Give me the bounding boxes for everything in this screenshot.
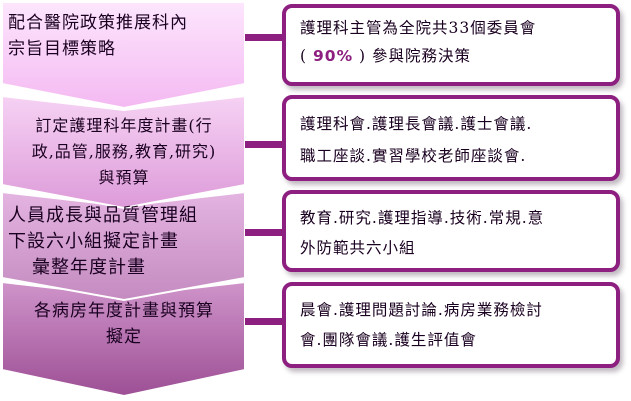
step-1-chevron — [1, 1, 246, 110]
box-3-line-2: 外防範共六小組 — [300, 239, 416, 257]
step-1-line-2: 宗旨目標策略 — [8, 39, 116, 59]
connector-1 — [245, 34, 285, 41]
box-4-line-1: 晨會.護理問題討論.病房業務檢討 — [300, 301, 543, 319]
step-2-text: 訂定護理科年度計畫(行 政,品管,服務,教育,研究) 與預算 — [8, 113, 240, 191]
step-3-line-3: 彙整年度計畫 — [32, 257, 146, 278]
box-1-line-2: ( 90% ) 參與院務決策 — [300, 42, 602, 70]
step-2-line-1: 訂定護理科年度計畫(行 — [35, 116, 213, 135]
step-2-line-2: 政,品管,服務,教育,研究) — [31, 142, 217, 161]
box-1: 護理科主管為全院共33個委員會 ( 90% ) 參與院務決策 — [282, 4, 620, 86]
box-4: 晨會.護理問題討論.病房業務檢討 會.團隊會議.護生評值會 — [282, 282, 620, 368]
step-2-chevron — [1, 94, 246, 210]
step-1-text: 配合醫院政策推展科內 宗旨目標策略 — [8, 10, 240, 62]
step-3-text: 人員成長與品質管理組 下設六小組擬定計畫 彙整年度計畫 — [8, 203, 240, 281]
box-1-line-1: 護理科主管為全院共33個委員會 — [300, 19, 537, 37]
connector-3 — [245, 229, 285, 236]
step-4-line-2: 擬定 — [106, 327, 142, 347]
box-1-paren-close: ) — [359, 47, 367, 65]
step-4-text: 各病房年度計畫與預算 擬定 — [8, 298, 240, 350]
step-3-line-2: 下設六小組擬定計畫 — [8, 231, 179, 252]
step-2-line-3: 與預算 — [98, 168, 150, 187]
box-2-line-2: 職工座談.實習學校老師座談會. — [300, 147, 527, 165]
connector-2 — [245, 141, 285, 148]
box-2-line-1: 護理科會.護理長會議.護士會議. — [300, 115, 533, 133]
connector-4 — [245, 318, 285, 325]
box-3-line-1: 教育.研究.護理指導.技術.常規.意 — [300, 209, 545, 227]
step-4-line-1: 各病房年度計畫與預算 — [34, 301, 214, 321]
box-1-line-2-text: 參與院務決策 — [372, 47, 472, 65]
box-3: 教育.研究.護理指導.技術.常規.意 外防範共六小組 — [282, 190, 620, 272]
box-1-percentage: 90% — [313, 47, 354, 65]
box-1-paren-open: ( — [300, 47, 308, 65]
box-4-line-2: 會.團隊會議.護生評值會 — [300, 331, 477, 349]
step-3-line-1: 人員成長與品質管理組 — [8, 205, 198, 226]
box-2: 護理科會.護理長會議.護士會議. 職工座談.實習學校老師座談會. — [282, 95, 620, 181]
step-1-line-1: 配合醫院政策推展科內 — [8, 13, 188, 33]
